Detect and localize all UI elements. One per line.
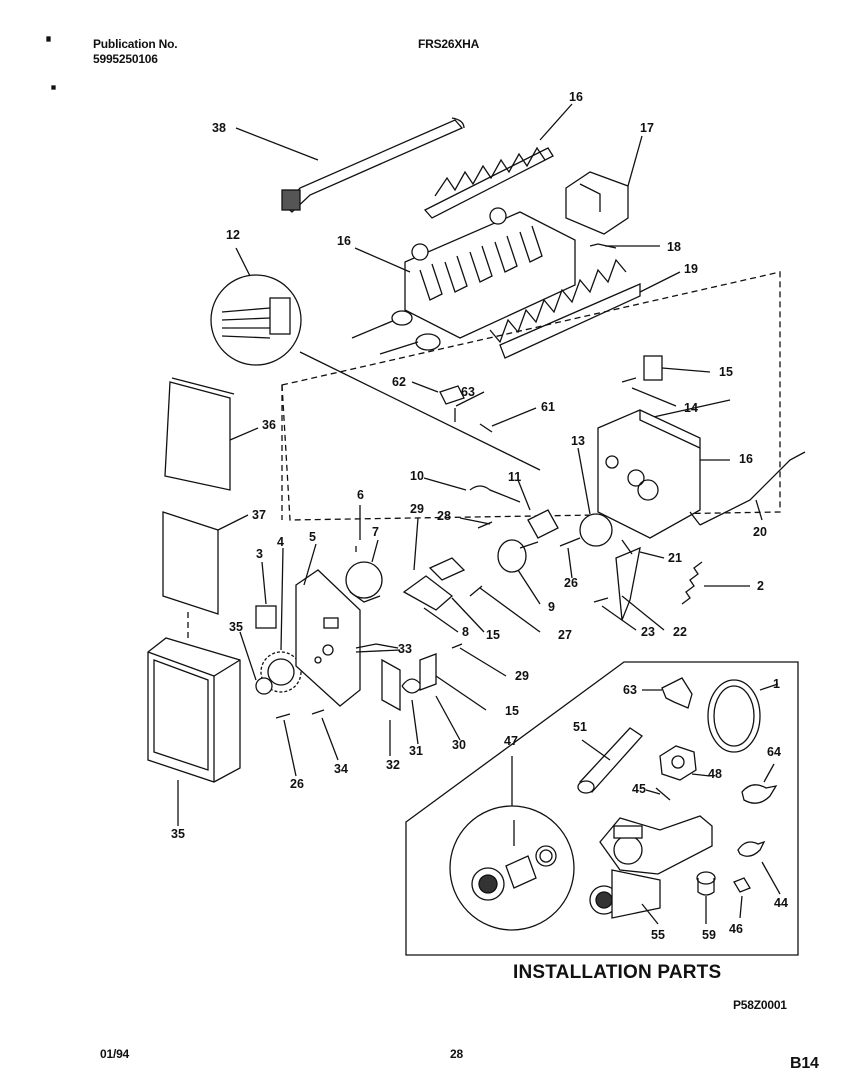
part-label-14: 14 xyxy=(684,401,698,415)
part-label-34: 34 xyxy=(334,762,348,776)
corner-mark xyxy=(46,36,51,42)
part-label-48: 48 xyxy=(708,767,722,781)
part-label-4: 4 xyxy=(277,535,284,549)
water-valve-drawing xyxy=(589,815,713,925)
part-label-17: 16 xyxy=(337,234,351,248)
part-label-3: 3 xyxy=(256,547,263,561)
part-label-15-mid: 15 xyxy=(486,628,500,642)
part-label-11: 11 xyxy=(508,470,522,484)
part-label-62: 63 xyxy=(461,385,475,399)
footer-section: B14 xyxy=(790,1055,819,1072)
part-label-47: 47 xyxy=(504,734,518,748)
cover-box-drawing xyxy=(147,612,241,826)
part-label-45: 45 xyxy=(632,782,646,796)
motor-housing-drawing xyxy=(597,409,730,539)
mold-cover-drawing xyxy=(565,135,643,235)
part-label-60: 61 xyxy=(541,400,555,414)
part-label-9: 9 xyxy=(548,600,555,614)
footer-page: 28 xyxy=(450,1047,463,1061)
part-label-55: 55 xyxy=(651,928,665,942)
part-label-28: 28 xyxy=(437,509,451,523)
part-label-44: 44 xyxy=(774,896,788,910)
part-label-24: 22 xyxy=(673,625,687,639)
part-label-61: 62 xyxy=(392,375,406,389)
part-label-39: 38 xyxy=(212,121,226,135)
part-label-18: 16 xyxy=(569,90,583,104)
part-label-15-top: 15 xyxy=(719,365,733,379)
mounting-plate-drawing xyxy=(295,543,361,707)
part-label-31: 31 xyxy=(409,744,423,758)
part-label-51: 51 xyxy=(573,720,587,734)
part-label-13: 13 xyxy=(571,434,585,448)
drive-gear-drawing xyxy=(239,547,302,695)
diagram-code: P58Z0001 xyxy=(733,998,787,1012)
ejector-drawing xyxy=(423,103,573,219)
wiring-connector-detail xyxy=(210,247,541,471)
installation-parts-frame xyxy=(405,661,799,956)
installation-parts-title: INSTALLATION PARTS xyxy=(513,962,722,983)
part-label-25: 23 xyxy=(641,625,655,639)
part-label-63: 63 xyxy=(623,683,637,697)
part-label-23: 21 xyxy=(668,551,682,565)
part-label-19: 17 xyxy=(640,121,654,135)
part-label-8: 8 xyxy=(462,625,469,639)
part-label-21: 19 xyxy=(684,262,698,276)
part-label-12: 12 xyxy=(226,228,240,242)
part-label-5: 5 xyxy=(309,530,316,544)
part-label-1: 1 xyxy=(773,677,780,691)
model-number: FRS26XHA xyxy=(418,37,480,51)
part-label-27: 27 xyxy=(558,628,572,642)
part-label-46: 46 xyxy=(729,922,743,936)
publication-number: 5995250106 xyxy=(93,52,158,66)
part-label-10: 10 xyxy=(410,469,424,483)
heater-drawing xyxy=(489,258,681,359)
part-label-26-right: 26 xyxy=(564,576,578,590)
part-label-26-left: 26 xyxy=(290,777,304,791)
part-label-33: 33 xyxy=(398,642,412,656)
part-label-20: 18 xyxy=(667,240,681,254)
part-label-29-upper: 29 xyxy=(410,502,424,516)
part-label-36: 35 xyxy=(171,827,185,841)
assembly-outline xyxy=(281,271,781,521)
part-label-7: 7 xyxy=(372,525,379,539)
part-label-29-lower: 29 xyxy=(515,669,529,683)
corner-mark xyxy=(51,85,56,90)
part-label-16: 16 xyxy=(739,452,753,466)
part-label-15-lower: 15 xyxy=(505,704,519,718)
part-label-6: 6 xyxy=(357,488,364,502)
ice-mold-drawing xyxy=(351,207,576,355)
part-label-38: 37 xyxy=(252,508,266,522)
part-label-59: 59 xyxy=(702,928,716,942)
part-label-64: 64 xyxy=(767,745,781,759)
part-label-30: 30 xyxy=(452,738,466,752)
part-label-37: 36 xyxy=(262,418,276,432)
part-label-32: 32 xyxy=(386,758,400,772)
part-label-35: 35 xyxy=(229,620,243,634)
valve-strainer-detail xyxy=(449,756,575,931)
part-label-22: 20 xyxy=(753,525,767,539)
fill-tube-drawing xyxy=(235,117,465,213)
footer-date: 01/94 xyxy=(100,1047,130,1061)
part-label-2: 2 xyxy=(757,579,764,593)
publication-label: Publication No. xyxy=(93,37,178,51)
